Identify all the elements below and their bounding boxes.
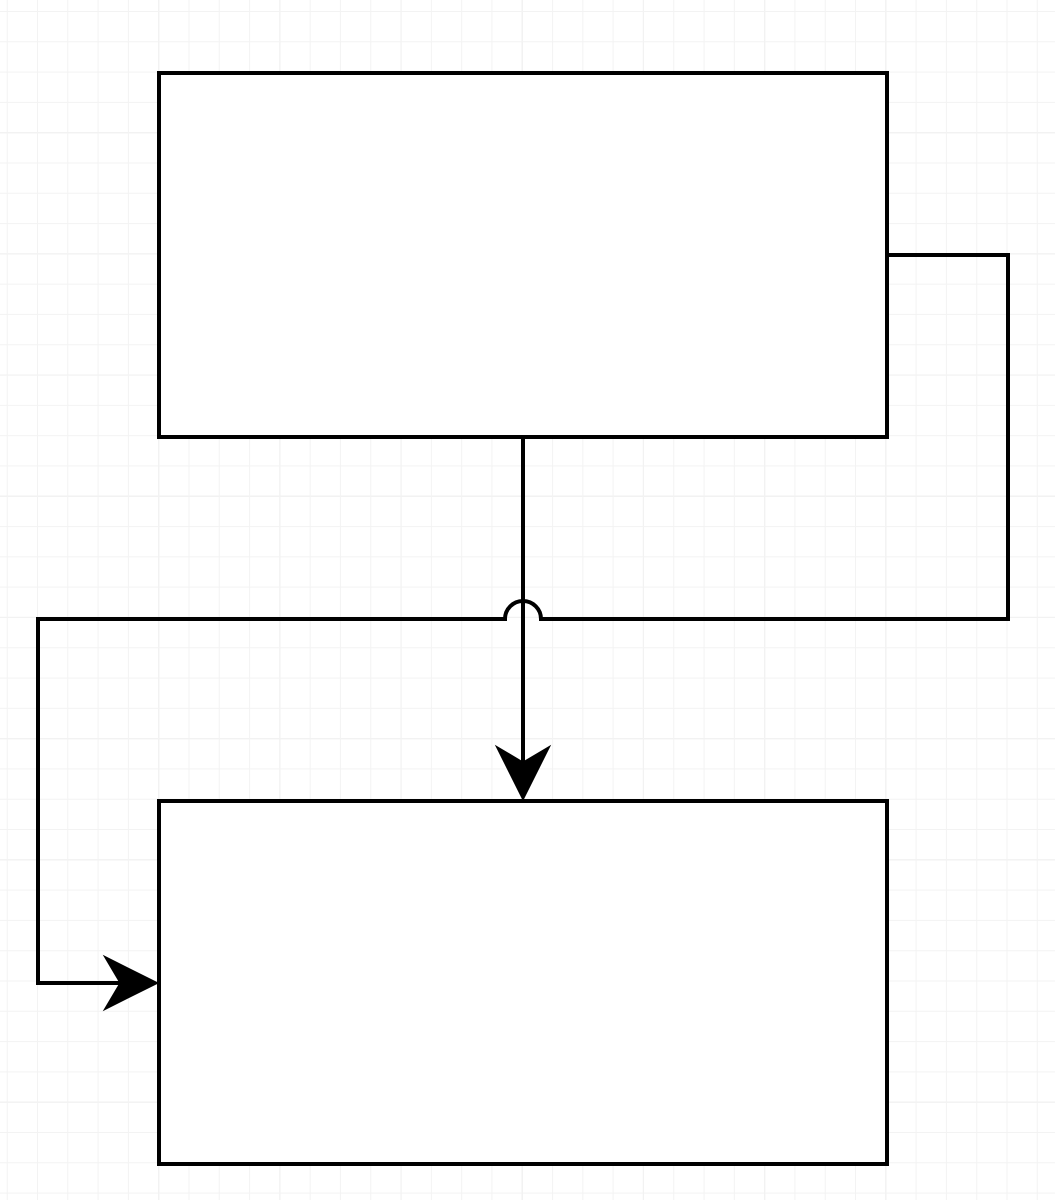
top-rectangle-node[interactable] [157, 71, 889, 439]
bottom-rectangle-node[interactable] [157, 799, 889, 1166]
connector-orthogonal-arrowhead [102, 954, 160, 1012]
connector-vertical-arrowhead [494, 744, 552, 802]
connector-vertical-edge[interactable] [494, 437, 552, 802]
